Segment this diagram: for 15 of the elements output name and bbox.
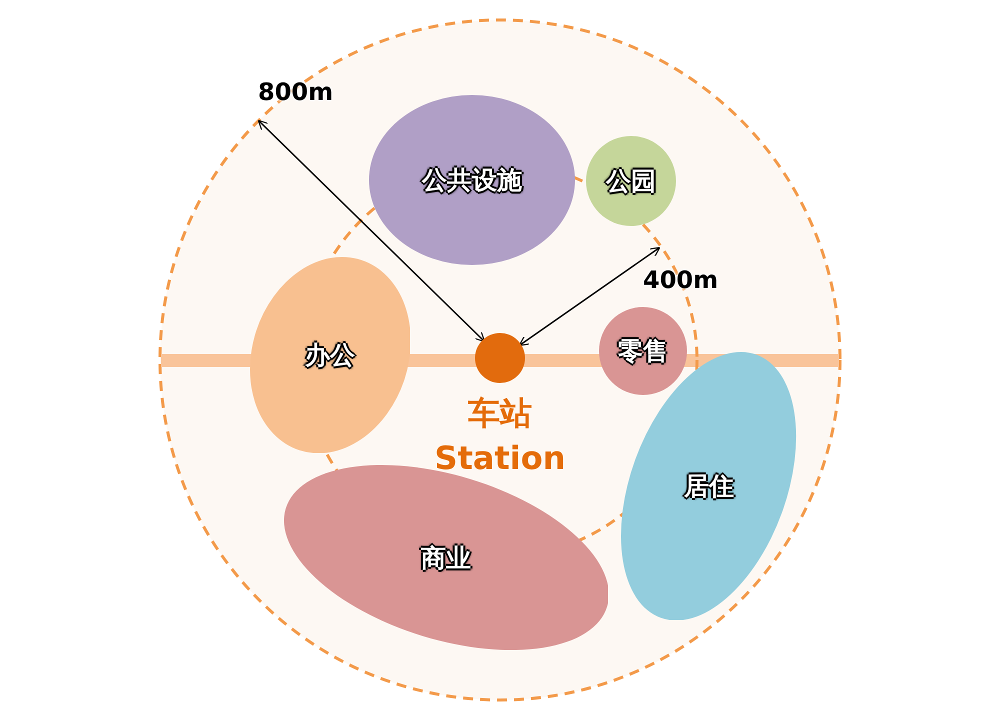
station-circle: [475, 333, 525, 383]
zone-ellipse: [586, 136, 676, 226]
zone-ellipse: [599, 307, 687, 395]
zone-label: 公共设施: [422, 164, 522, 196]
zone-ellipse: [250, 256, 410, 454]
distance-label: 400m: [643, 266, 718, 294]
zone-ellipse: [369, 95, 575, 265]
zone-label: 零售: [618, 336, 668, 368]
zone-label: 居住: [684, 470, 734, 502]
zone-label: 商业: [420, 542, 471, 574]
station-label: Station: [434, 438, 566, 478]
zone-label: 办公: [304, 339, 355, 372]
distance-label: 800m: [258, 78, 334, 106]
zone-label: 公园: [606, 166, 656, 198]
station-label: 车站: [468, 393, 532, 433]
